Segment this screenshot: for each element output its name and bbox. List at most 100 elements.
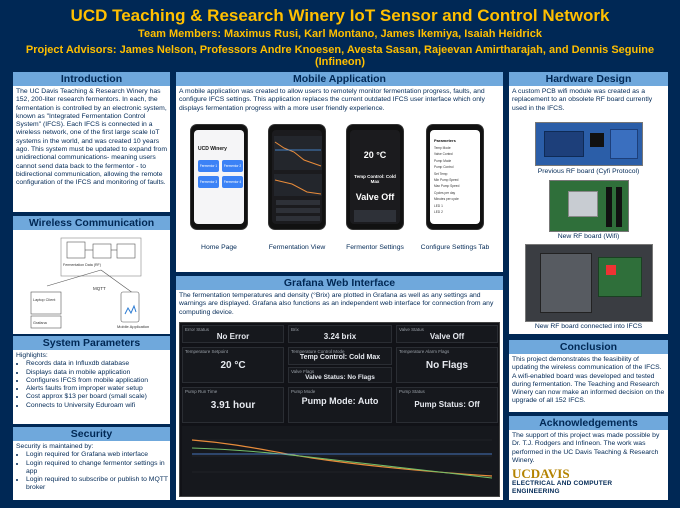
hardware-heading: Hardware Design: [509, 72, 668, 86]
valve-status: Valve Off: [355, 192, 395, 202]
grafana-text: The fermentation temperatures and densit…: [179, 292, 494, 316]
broker-box: [116, 243, 136, 259]
new-rf-board-image: [549, 180, 629, 232]
grafana-cell-valve: Valve Status Valve Off: [396, 325, 498, 343]
temp-mode: Temp Control: Cold Max: [354, 174, 396, 184]
rf-box: [66, 241, 86, 259]
fermentor-button[interactable]: Fermentor 4: [222, 176, 243, 188]
list-item: Login required to change fermentor setti…: [26, 460, 168, 477]
team-members: Team Members: Maximus Rusi, Karl Montano…: [138, 28, 542, 40]
temp-value: 20 °C: [363, 150, 387, 160]
previous-rf-board-image: [535, 122, 643, 166]
grafana-panel: Grafana Web Interface The fermentation t…: [176, 276, 503, 500]
project-advisors: Project Advisors: James Nelson, Professo…: [25, 44, 655, 68]
caption-previous-rf-board: Previous RF board (Cyfi Protocol): [537, 168, 640, 175]
system-parameters-panel: System Parameters Highlights: Records da…: [13, 336, 170, 424]
fermentor-button[interactable]: Fermentor 2: [222, 160, 243, 172]
list-item: Login required for Grafana web interface: [26, 451, 168, 459]
security-lead: Security is maintained by:: [16, 443, 94, 450]
wireless-panel: Wireless Communication MQTT Mobile Appli…: [13, 216, 170, 334]
fermentor-button[interactable]: Fermentor 1: [198, 160, 219, 172]
caption-home-page: Home Page: [201, 244, 237, 251]
grafana-cell-error: Error Status No Error: [182, 325, 284, 343]
list-item: Login required to subscribe or publish t…: [26, 476, 168, 493]
list-item[interactable]: Temp Mode: [434, 146, 451, 150]
grafana-cell-brix: Brix 3.24 brix: [288, 325, 392, 343]
security-heading: Security: [13, 427, 170, 441]
rf-board-in-ifcs-image: [525, 244, 653, 322]
conclusion-panel: Conclusion This project demonstrates the…: [509, 340, 668, 412]
acknowledgements-heading: Acknowledgements: [509, 416, 668, 430]
mqtt-link: [46, 269, 102, 287]
wireless-diagram: MQTT Mobile Application Fermentation Dat…: [30, 237, 149, 329]
list-item[interactable]: LED 1: [434, 203, 443, 208]
app-name: UCD Winery: [198, 146, 227, 152]
grafana-wave: [124, 304, 137, 315]
grafana-dashboard: Error Status No Error Brix 3.24 brix Val…: [179, 322, 500, 497]
caption-new-rf-board: New RF board (Wifi): [557, 233, 620, 240]
system-parameters-list: Records data in Influxdb database Displa…: [16, 360, 168, 410]
caption-fermentor-settings: Fermentor Settings: [346, 244, 404, 251]
poster-header: UCD Teaching & Research Winery IoT Senso…: [0, 0, 680, 68]
security-list: Login required for Grafana web interface…: [16, 451, 168, 492]
caption-rf-board-in-ifcs: New RF board connected into IFCS: [534, 323, 643, 330]
phone-fermentor-settings: 20 °C Temp Control: Cold Max Valve Off: [346, 124, 404, 230]
list-item[interactable]: Max Pump Speed: [434, 184, 460, 189]
list-item: Configures IFCS from mobile application: [26, 377, 168, 385]
phone-home-page: UCD Winery Fermentor 1 Fermentor 2 Ferme…: [190, 124, 248, 230]
list-item[interactable]: Valve Control: [434, 152, 453, 157]
list-item: Alerts faults from improper water setup: [26, 385, 168, 393]
phone-configure-settings: Parameters Temp Mode Valve Control Pump …: [426, 124, 484, 230]
settings-graph: [354, 210, 396, 222]
hardware-panel: Hardware Design A custom PCB wifi module…: [509, 72, 668, 334]
mqtt-label: MQTT: [93, 286, 106, 291]
grafana-cell-flags: Temperature Alarm Flags No Flags: [396, 347, 498, 383]
temp-series-line: [191, 439, 493, 477]
phone-fermentation-view: [268, 124, 326, 230]
list-item[interactable]: Pump Mode: [434, 158, 452, 163]
laptop-client-box: [30, 291, 62, 315]
list-item[interactable]: Cycles per day: [434, 190, 456, 195]
conclusion-text: This project demonstrates the feasibilit…: [512, 356, 665, 405]
laptop-label: Laptop Client: [33, 298, 56, 302]
mobile-app-panel: Mobile Application A mobile application …: [176, 72, 503, 272]
wireless-heading: Wireless Communication: [13, 216, 170, 230]
rf-label: Fermentation Data (RF): [63, 263, 101, 267]
grafana-timeseries-chart: [182, 426, 499, 496]
db-box: [30, 315, 62, 329]
security-panel: Security Security is maintained by: Logi…: [13, 427, 170, 500]
mobile-label: Mobile Application: [117, 324, 149, 329]
list-item[interactable]: Set Temp: [434, 171, 448, 176]
caption-fermentation-view: Fermentation View: [268, 244, 326, 251]
grafana-heading: Grafana Web Interface: [176, 276, 503, 290]
acknowledgements-panel: Acknowledgements The support of this pro…: [509, 416, 668, 500]
grafana-label: Grafana: [33, 321, 48, 325]
system-parameters-heading: System Parameters: [13, 336, 170, 350]
list-item[interactable]: Min Pump Speed: [434, 178, 459, 183]
mobile-box: [120, 291, 140, 323]
list-item[interactable]: Pump Control: [434, 165, 454, 170]
list-item: Displays data in mobile application: [26, 369, 168, 377]
grafana-cell-control: Temperature Control Mode Temp Control: C…: [288, 347, 392, 365]
poster-title: UCD Teaching & Research Winery IoT Senso…: [70, 6, 610, 25]
list-item[interactable]: Minutes per cycle: [434, 197, 459, 202]
mobile-app-text: A mobile application was created to allo…: [179, 88, 485, 112]
acknowledgements-text: The support of this project was made pos…: [512, 432, 660, 464]
settings-list: Temp Mode Valve Control Pump Mode Pump C…: [434, 145, 476, 215]
list-item[interactable]: LED 2: [434, 210, 443, 215]
mobile-app-heading: Mobile Application: [176, 72, 503, 86]
dept-line-1: ELECTRICAL AND COMPUTER: [512, 480, 613, 487]
parameters-heading: Parameters: [434, 138, 456, 143]
introduction-text: The UC Davis Teaching & Research Winery …: [16, 88, 167, 187]
list-item: Records data in Influxdb database: [26, 360, 168, 368]
system-parameters-lead: Highlights:: [16, 352, 48, 359]
grafana-cell-pump-time: Pump Run Time 3.91 hour: [182, 387, 284, 423]
fermentor-button[interactable]: Fermentor 3: [198, 176, 219, 188]
ucdavis-logo: UCDAVIS ELECTRICAL AND COMPUTER ENGINEER…: [512, 466, 662, 498]
caption-configure-settings: Configure Settings Tab: [420, 244, 490, 251]
brix-series-line: [191, 447, 493, 479]
dept-line-2: ENGINEERING: [512, 488, 560, 495]
ucdavis-wordmark: UCDAVIS: [512, 466, 570, 481]
grafana-cell-pump-mode: Pump Mode Pump Mode: Auto: [288, 387, 392, 423]
list-item: Cost approx $13 per board (small scale): [26, 393, 168, 401]
